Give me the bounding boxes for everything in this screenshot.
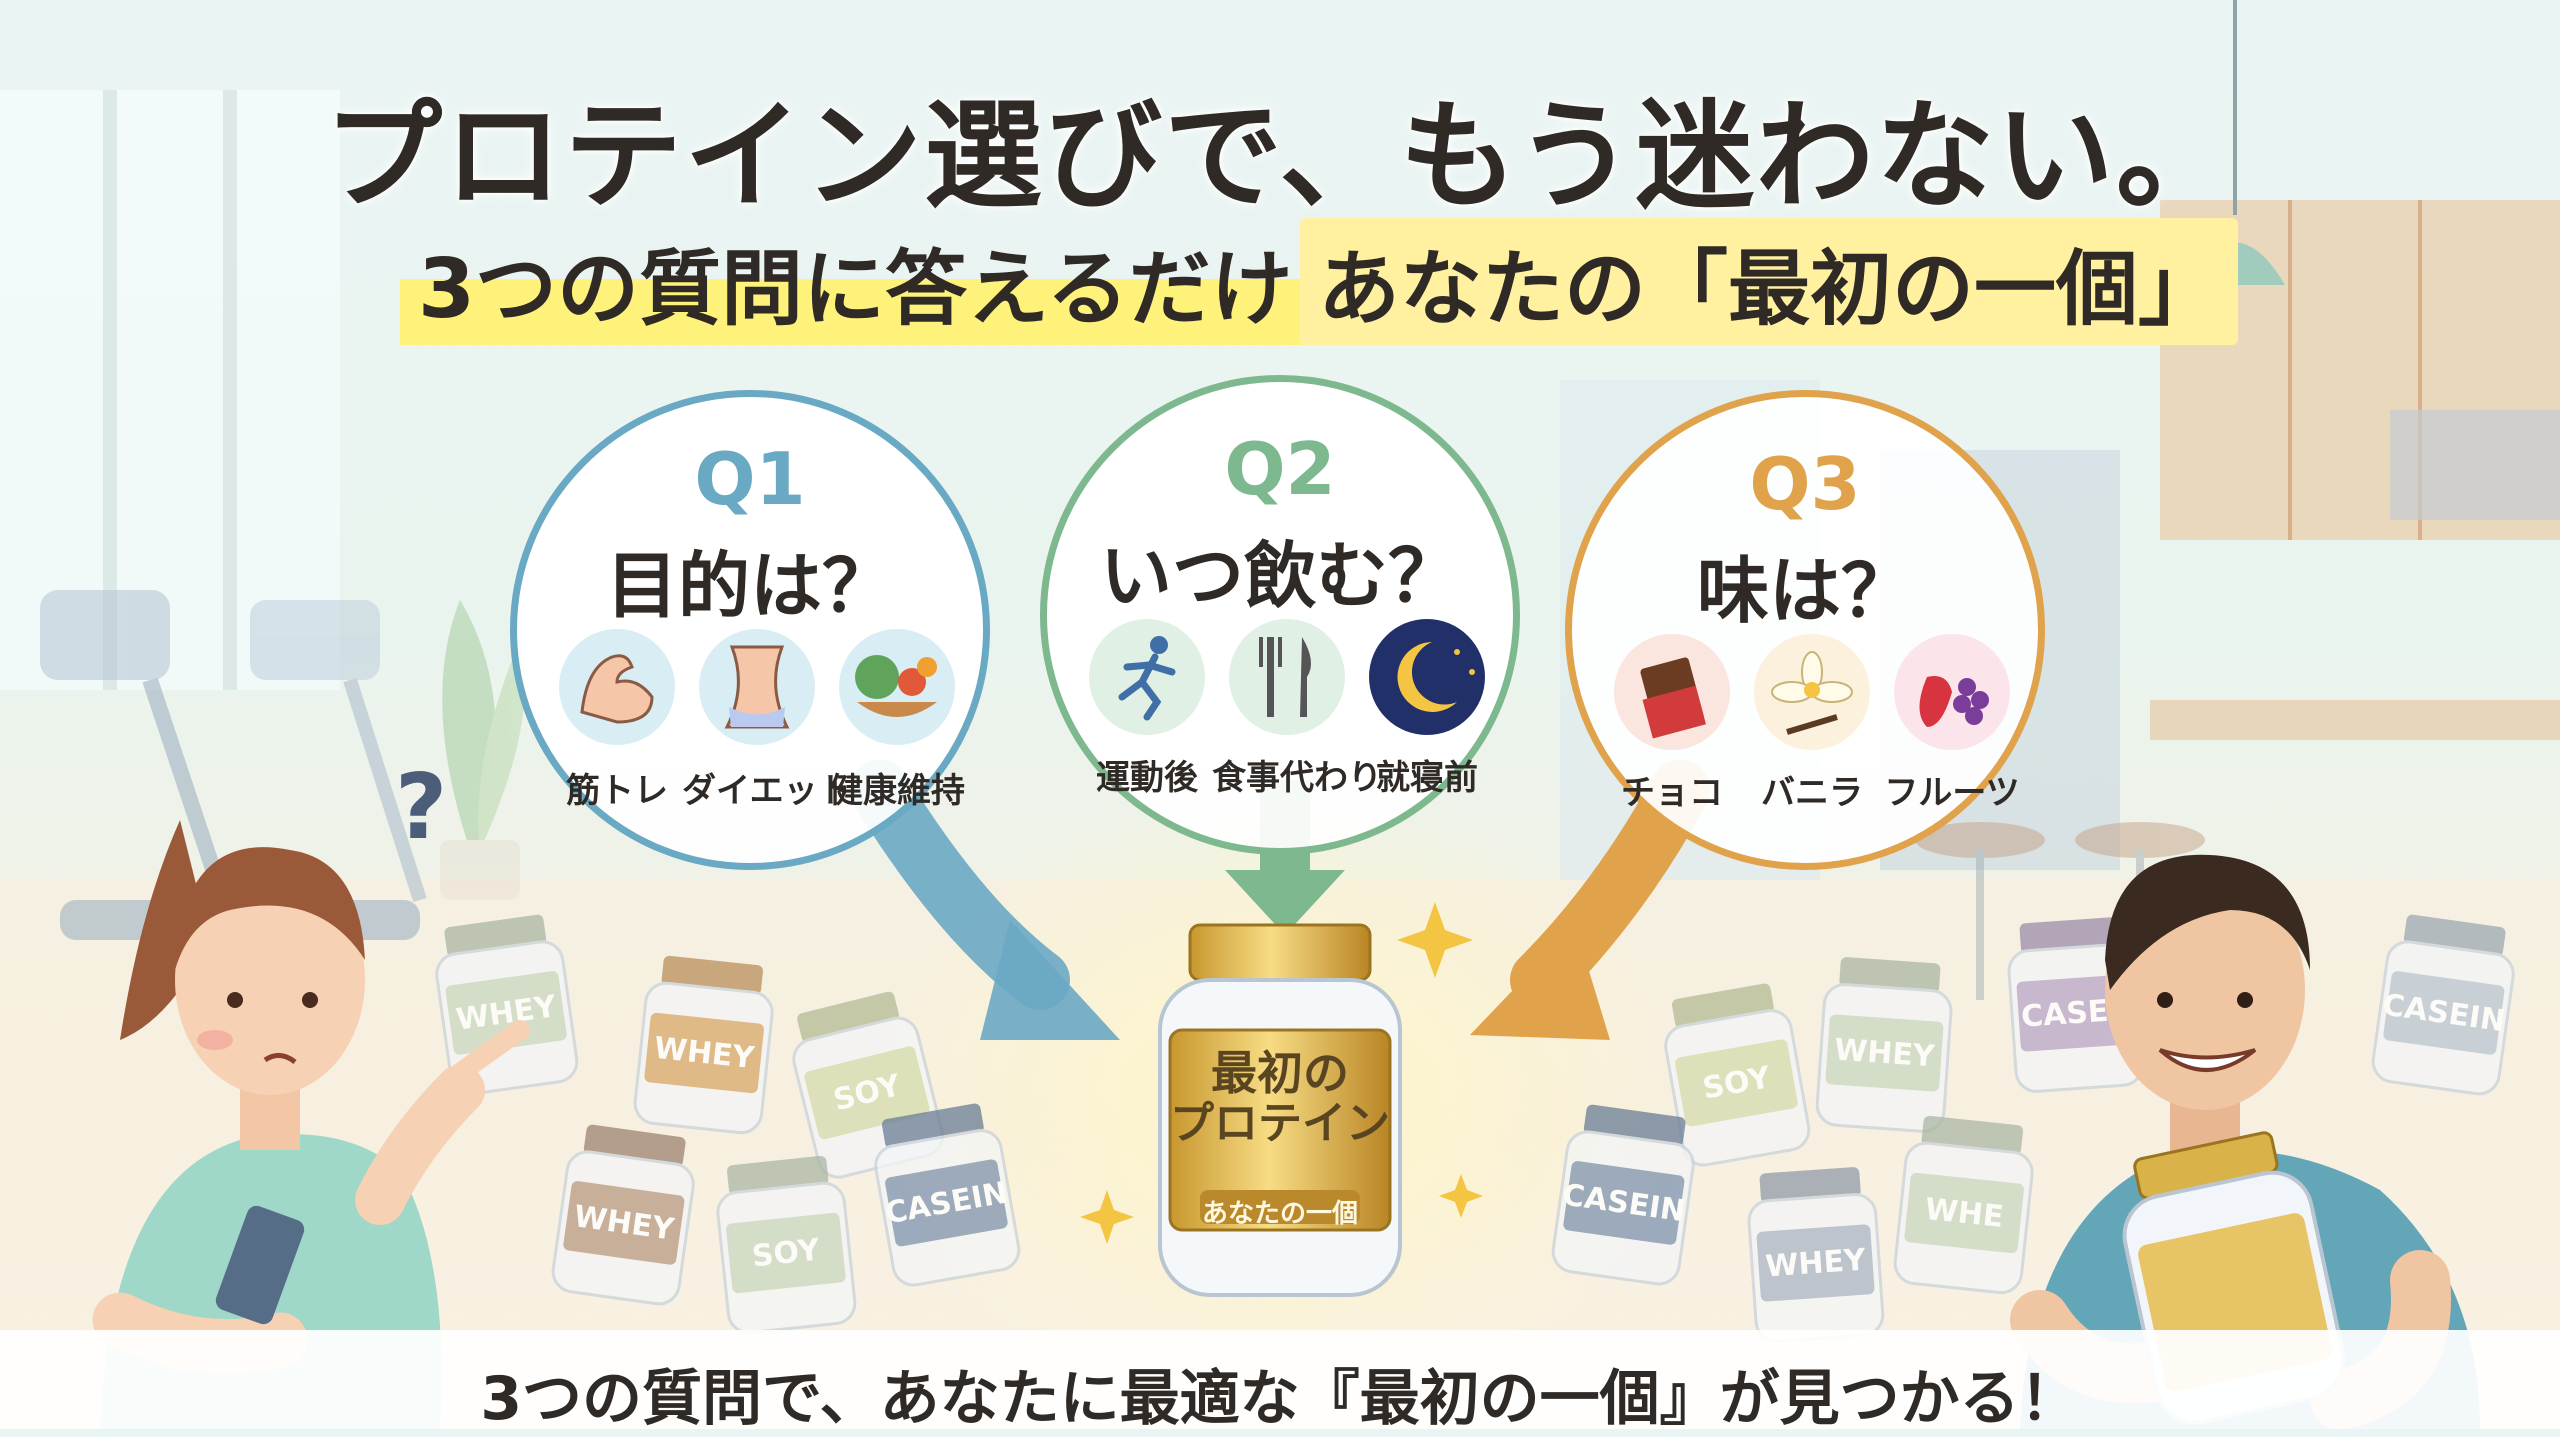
q2-title: いつ飲む？	[1099, 534, 1460, 618]
headline: プロテイン選びで、もう迷わない。	[324, 87, 2236, 225]
question-card-q3[interactable]: Q3 味は？ チョコ バニラ フルーツ	[1565, 390, 2045, 870]
q3-option-2[interactable]: フルーツ	[1884, 773, 2020, 813]
moon-icon	[1369, 619, 1485, 735]
q3-title: 味は？	[1696, 549, 1913, 633]
q1-option-1[interactable]: ダイエット	[682, 771, 852, 811]
right-protein-tub: WHEY	[1744, 1166, 1886, 1345]
q1-option-0[interactable]: 筋トレ	[566, 771, 668, 811]
bottom-caption-bar	[0, 1330, 2560, 1429]
happy-man-illustration	[2010, 854, 2480, 1429]
jar-shape	[1158, 923, 1402, 1297]
q2-option-icons	[1089, 619, 1485, 735]
fork-knife-icon	[1229, 619, 1345, 735]
q3-option-0[interactable]: チョコ	[1621, 773, 1723, 813]
confused-woman-illustration	[92, 820, 530, 1429]
left-protein-tub: WHEY	[631, 954, 778, 1137]
vegetables-icon	[839, 629, 955, 745]
q2-option-1[interactable]: 食事代わり	[1212, 758, 1382, 798]
bottom-caption: 3つの質問で、あなたに最適な『最初の一個』が見つかる！	[480, 1364, 2080, 1434]
q1-option-2[interactable]: 健康維持	[829, 771, 965, 811]
flexed-arm-icon	[559, 629, 675, 745]
q1-title: 目的は？	[605, 544, 894, 628]
right-protein-tub: WHEY	[1814, 956, 1956, 1135]
right-protein-tub: CASEIN	[1548, 1102, 1701, 1289]
question-mark: ?	[395, 755, 448, 860]
q3-option-icons	[1614, 634, 2010, 750]
jar-badge: あなたの一個	[1201, 1199, 1358, 1229]
question-card-q1[interactable]: Q1 目的は？ 筋トレ ダイエット 健康維持	[510, 390, 990, 870]
q1-label: Q1	[694, 437, 806, 521]
q3-label: Q3	[1749, 442, 1861, 526]
vanilla-flower-icon	[1754, 634, 1870, 750]
subheadline-part2: あなたの「最初の一個」	[1300, 218, 2239, 345]
q2-option-0[interactable]: 運動後	[1096, 758, 1198, 798]
q2-option-2[interactable]: 就寝前	[1376, 758, 1478, 798]
left-protein-tub: SOY	[711, 1154, 859, 1337]
jar-title-line1: 最初の	[1211, 1046, 1349, 1100]
question-card-q2[interactable]: Q2 いつ飲む？ 運動後 食事代わり 就寝前	[1040, 375, 1520, 855]
first-protein-jar[interactable]: 最初の プロテイン あなたの一個	[1145, 920, 1415, 1300]
q3-option-1[interactable]: バニラ	[1761, 773, 1863, 813]
chocolate-icon	[1614, 634, 1730, 750]
jar-title-line2: プロテイン	[1170, 1098, 1390, 1149]
berries-icon	[1894, 634, 2010, 750]
subheadline-part1: 3つの質問に答えるだけ！	[400, 218, 1393, 345]
q1-option-icons	[559, 629, 955, 745]
waist-icon	[699, 629, 815, 745]
running-person-icon	[1089, 619, 1205, 735]
q2-label: Q2	[1224, 427, 1336, 511]
